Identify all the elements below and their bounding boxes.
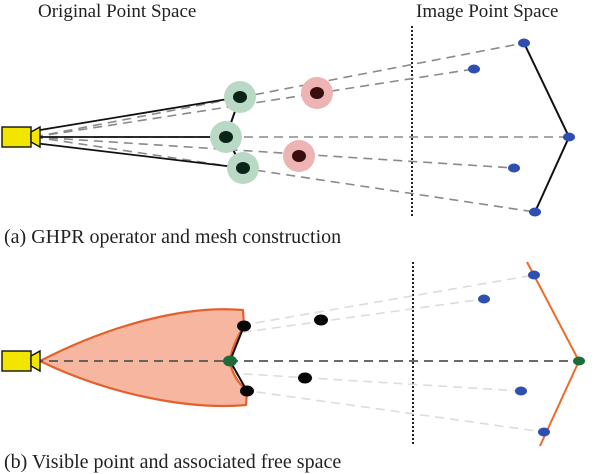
occluded-point bbox=[310, 87, 324, 99]
occluded-point bbox=[292, 150, 306, 162]
selected-image-point bbox=[573, 356, 585, 366]
visible-point bbox=[233, 91, 247, 103]
ray bbox=[33, 136, 536, 213]
caption-b: (b) Visible point and associated free sp… bbox=[4, 451, 341, 473]
image-hull-a bbox=[523, 42, 571, 213]
image-hull-b bbox=[526, 261, 581, 447]
visibility-line bbox=[33, 96, 241, 132]
visible-point bbox=[240, 385, 254, 397]
panel-b bbox=[1, 261, 585, 447]
visibility-lines-a bbox=[33, 96, 244, 169]
projection-rays-a bbox=[33, 42, 569, 213]
visible-point bbox=[236, 162, 250, 174]
panel-a bbox=[1, 26, 575, 218]
camera-icon bbox=[1, 349, 41, 373]
image-point bbox=[563, 132, 575, 142]
selected-visible-point bbox=[223, 355, 237, 367]
occluded-point bbox=[314, 314, 328, 326]
image-point bbox=[529, 207, 541, 217]
image-point bbox=[478, 294, 490, 304]
image-space-label: Image Point Space bbox=[416, 1, 558, 22]
caption-a: (a) GHPR operator and mesh construction bbox=[4, 226, 341, 248]
visibility-line bbox=[33, 142, 244, 169]
free-space-region bbox=[38, 308, 249, 408]
image-point bbox=[518, 38, 530, 48]
image-point bbox=[538, 427, 550, 437]
ray bbox=[33, 274, 535, 362]
image-point bbox=[528, 270, 540, 280]
visible-point bbox=[219, 131, 233, 143]
visible-point bbox=[237, 320, 251, 332]
ray bbox=[33, 42, 525, 138]
ray bbox=[33, 136, 515, 169]
image-point bbox=[515, 386, 527, 396]
occluded-point bbox=[298, 372, 312, 384]
image-point bbox=[508, 163, 520, 173]
image-point bbox=[468, 64, 480, 74]
original-space-label: Original Point Space bbox=[38, 1, 196, 22]
camera-icon bbox=[1, 125, 41, 149]
ray bbox=[33, 360, 545, 433]
